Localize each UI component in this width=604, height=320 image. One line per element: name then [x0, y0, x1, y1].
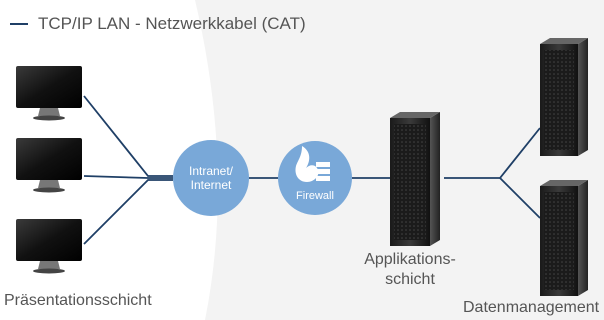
- firewall-icon: [295, 146, 330, 182]
- application-layer-label: Applikations- schicht: [350, 250, 470, 290]
- firewall-label: Firewall: [296, 190, 334, 202]
- line-monitor-2: [83, 175, 173, 179]
- intranet-label: Intranet/ Internet: [181, 164, 241, 192]
- presentation-layer-label: Präsentationsschicht: [4, 292, 152, 309]
- connection-lines: [83, 95, 541, 245]
- intranet-label-line1: Intranet/: [188, 164, 234, 178]
- intranet-node: [173, 140, 249, 216]
- application-server: [390, 112, 440, 246]
- line-monitor-3: [83, 179, 173, 245]
- monitor-1: [16, 66, 82, 121]
- application-layer-label-line2: schicht: [385, 271, 435, 288]
- application-layer-label-line1: Applikations-: [364, 251, 456, 268]
- line-app-data-bottom: [499, 177, 541, 219]
- legend-label: TCP/IP LAN - Netzwerkkabel (CAT): [38, 14, 306, 33]
- line-app-data-top: [444, 127, 541, 179]
- legend-line-swatch: [10, 23, 28, 25]
- intranet-label-line2: Internet: [190, 178, 232, 192]
- monitor-2: [16, 138, 82, 193]
- data-server-top: [540, 38, 588, 156]
- legend: TCP/IP LAN - Netzwerkkabel (CAT): [10, 14, 306, 34]
- data-management-label: Datenmanagement: [463, 299, 600, 316]
- line-monitor-1: [83, 95, 173, 177]
- monitor-3: [16, 219, 82, 274]
- data-server-bottom: [540, 180, 588, 296]
